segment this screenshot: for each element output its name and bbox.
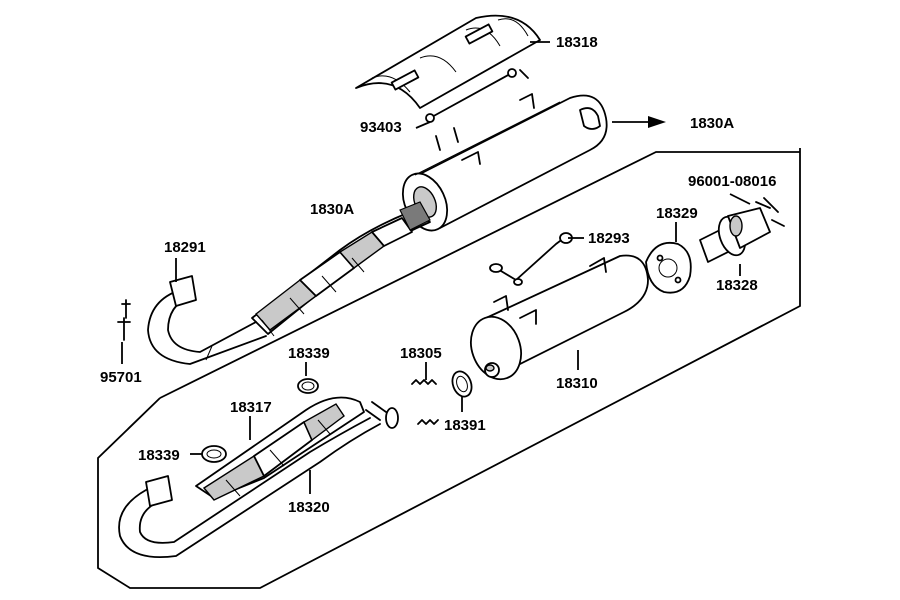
head-pipe-18320 — [118, 401, 399, 558]
clamp-18339-top — [297, 378, 319, 394]
spark-arrestor-18328 — [699, 207, 771, 263]
heat-shield-18317 — [195, 396, 365, 501]
muffler-18310 — [470, 254, 649, 381]
label-18318: 18318 — [556, 34, 598, 51]
muffler-top — [401, 93, 608, 232]
gasket-18329 — [645, 241, 692, 294]
label-18329: 18329 — [656, 205, 698, 222]
label-1830a-arrow: 1830A — [690, 115, 734, 132]
label-18291: 18291 — [164, 239, 206, 256]
bolts-96001 — [755, 197, 785, 227]
ring-gasket-18391 — [451, 370, 473, 398]
assembly-bracket — [97, 148, 801, 589]
heat-shield-top — [355, 14, 541, 109]
label-18339-top: 18339 — [288, 345, 330, 362]
springs-18305 — [411, 379, 439, 425]
label-95701: 95701 — [100, 369, 142, 386]
label-18305: 18305 — [400, 345, 442, 362]
clamp-18339-left — [201, 445, 227, 463]
connecting-pipe-top — [251, 201, 431, 337]
leader-lines — [121, 41, 751, 494]
label-18317: 18317 — [230, 399, 272, 416]
label-18391: 18391 — [444, 417, 486, 434]
label-18293: 18293 — [588, 230, 630, 247]
studs-95701 — [117, 299, 131, 341]
label-93403: 93403 — [360, 119, 402, 136]
assembly-arrow — [612, 116, 666, 128]
label-18328: 18328 — [716, 277, 758, 294]
label-18320: 18320 — [288, 499, 330, 516]
label-18339-left: 18339 — [138, 447, 180, 464]
label-1830a-main: 1830A — [310, 201, 354, 218]
head-pipe-top — [147, 275, 267, 365]
bracket-rod-18293 — [489, 232, 573, 286]
label-18310: 18310 — [556, 375, 598, 392]
label-96001-08016: 96001-08016 — [688, 173, 776, 190]
